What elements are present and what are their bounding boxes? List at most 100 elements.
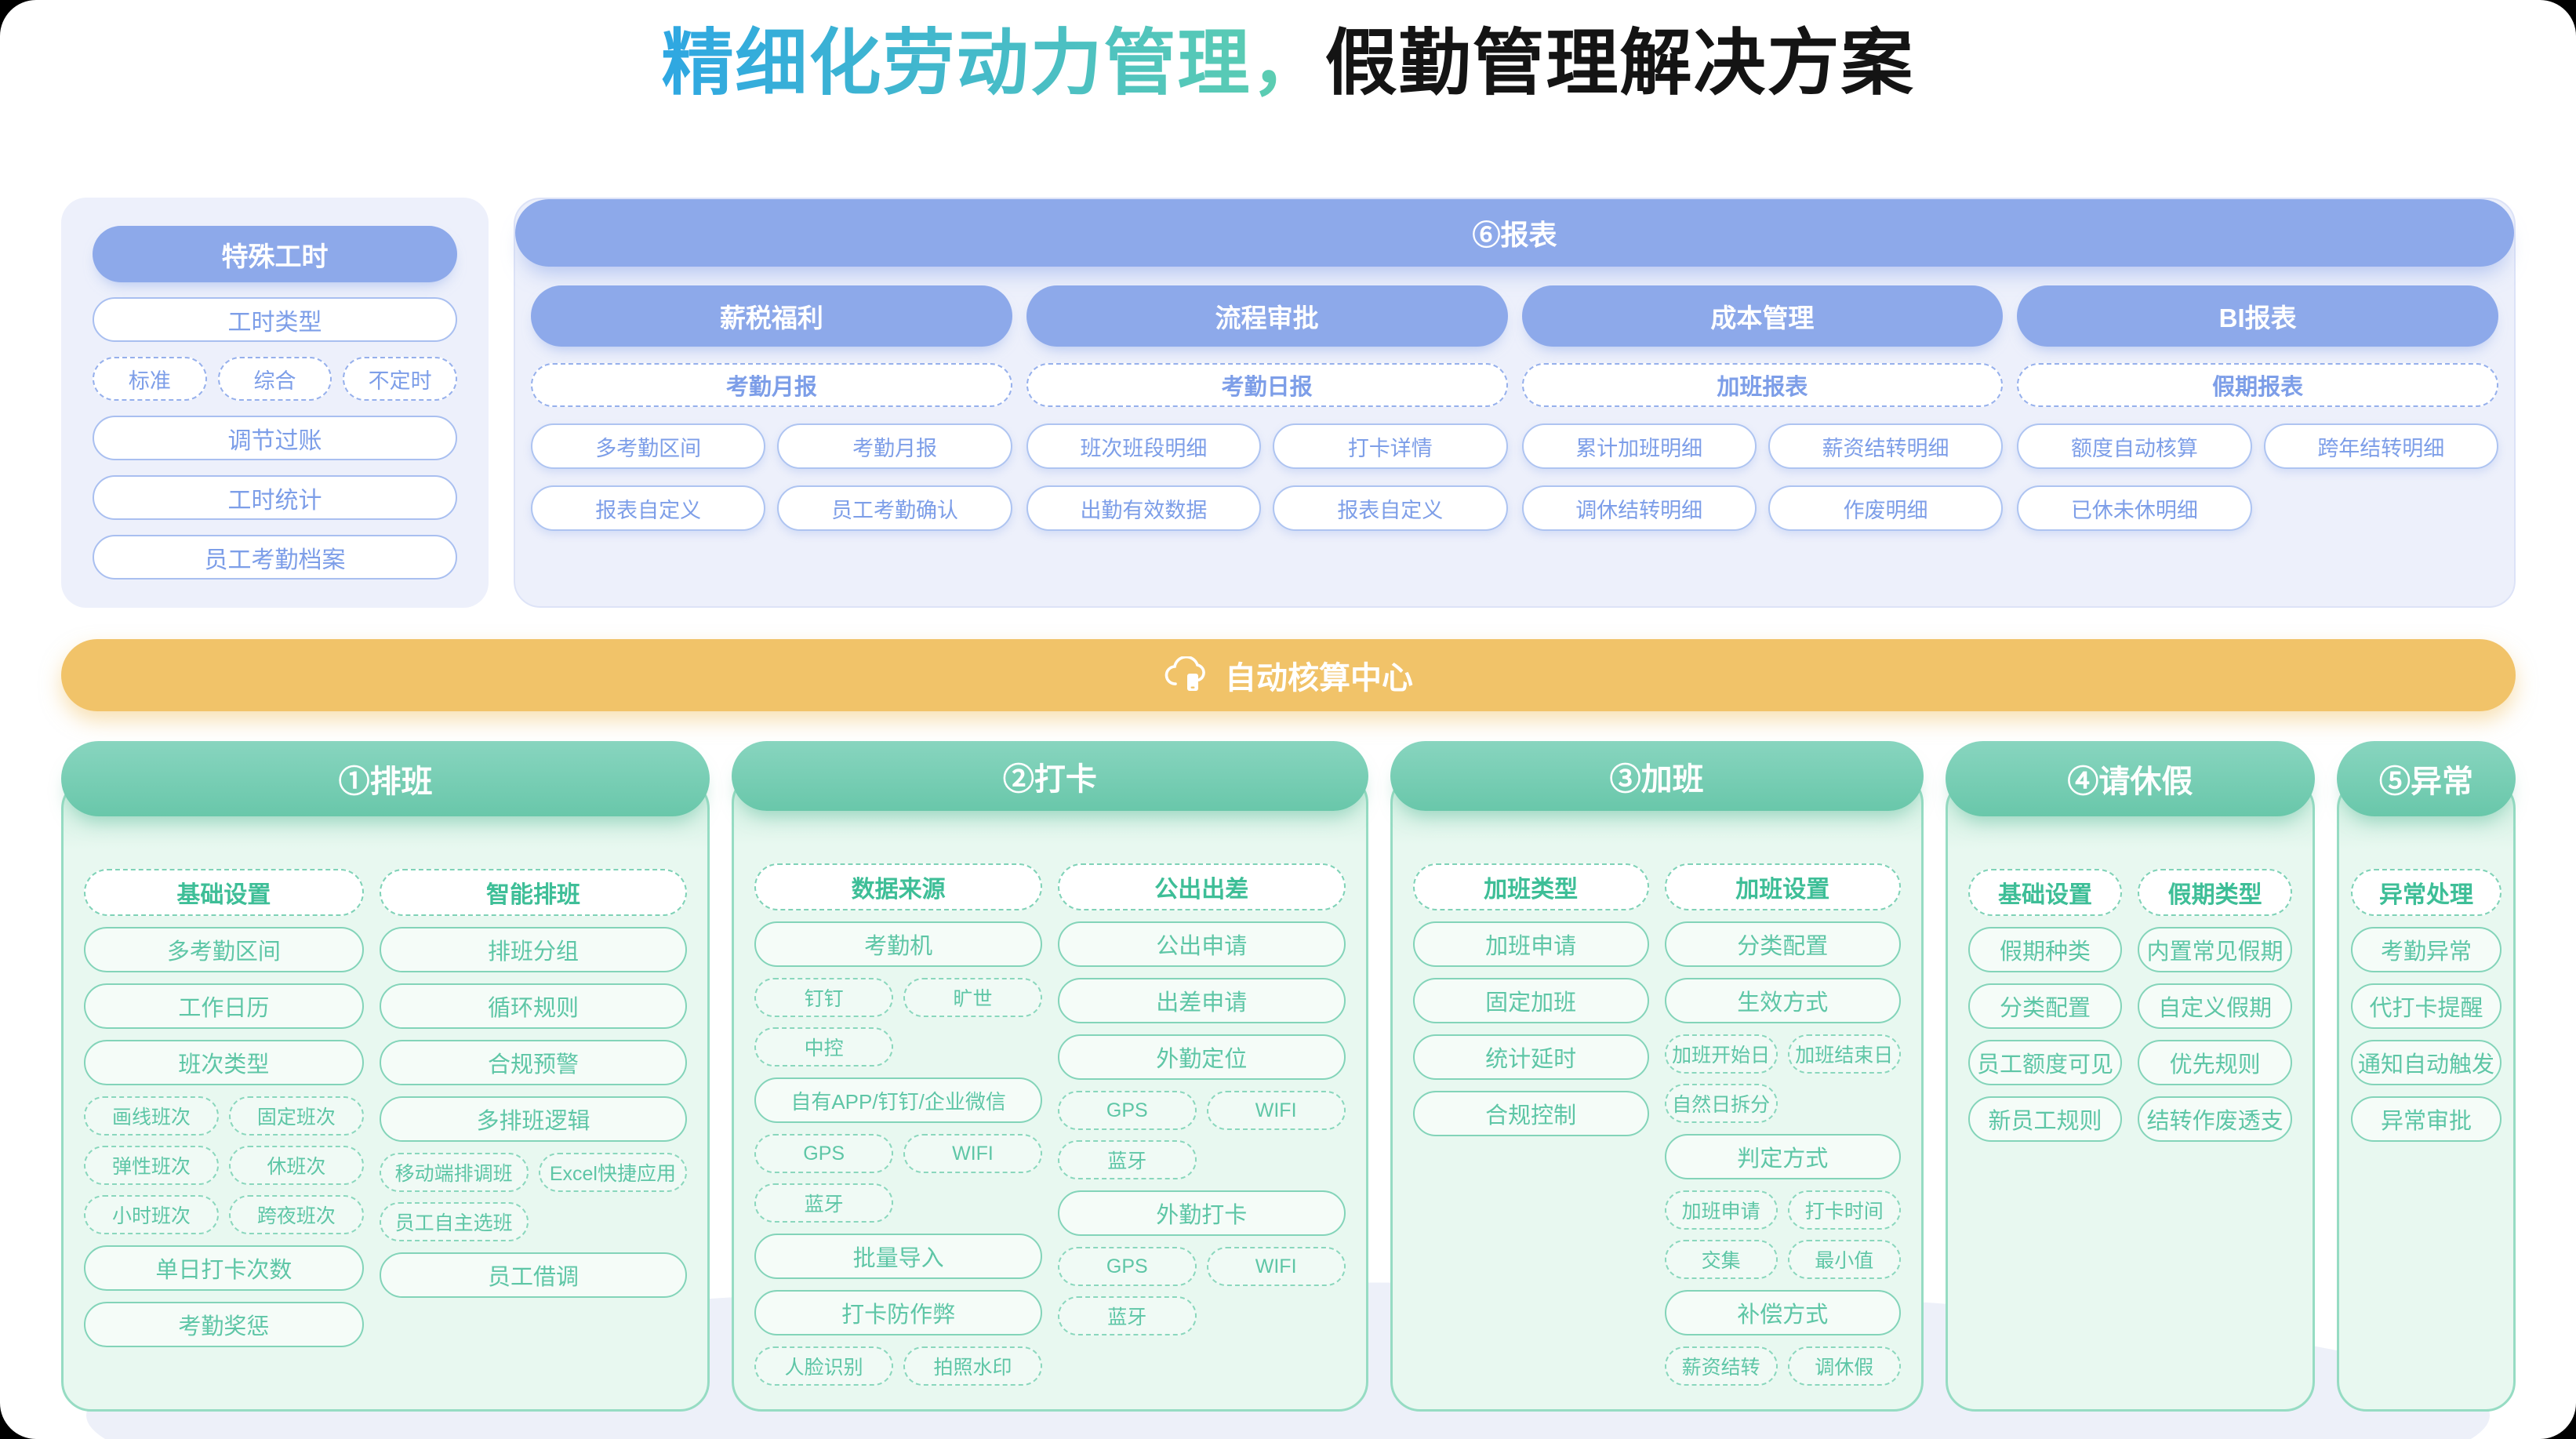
reports-col-header: 流程审批 <box>1026 285 1508 347</box>
compensation-tag: 调休假 <box>1787 1346 1901 1386</box>
report-item: 跨年结转明细 <box>2263 423 2498 469</box>
special-hours-item: 调节过账 <box>93 416 457 461</box>
own-app-pill: 自有APP/钉钉/企业微信 <box>754 1077 1042 1123</box>
reports-col-payroll: 薪税福利 考勤月报 多考勤区间考勤月报 报表自定义员工考勤确认 <box>531 285 1012 531</box>
shift-type-tag: 小时班次 <box>84 1195 219 1234</box>
page-title-rest: 假勤管理解决方案 <box>1324 24 1915 104</box>
punch-trip-header: 公出出差 <box>1057 863 1346 910</box>
leave-type-item: 内置常见假期 <box>2138 927 2292 972</box>
report-item: 累计加班明细 <box>1521 423 1757 469</box>
app-punch-tag: GPS <box>754 1134 894 1173</box>
report-item: 报表自定义 <box>1273 485 1508 531</box>
section-scheduling: ①排班 基础设置 多考勤区间工作日历班次类型 画线班次固定班次弹性班次休班次小时… <box>61 741 710 1412</box>
special-hours-panel: 特殊工时 工时类型 标准综合不定时 调节过账工时统计员工考勤档案 <box>61 198 489 608</box>
leave-basic-item: 新员工规则 <box>1967 1096 2123 1142</box>
overtime-type-item: 统计延时 <box>1412 1034 1649 1080</box>
overtime-setting-item: 分类配置 <box>1664 921 1901 967</box>
leave-basic-group: 基础设置 假期种类分类配置员工额度可见新员工规则 <box>1967 869 2123 1142</box>
report-item: 员工考勤确认 <box>777 485 1012 531</box>
field-location-tag: 蓝牙 <box>1057 1140 1197 1179</box>
reports-grid: 薪税福利 考勤月报 多考勤区间考勤月报 报表自定义员工考勤确认 流程审批 考勤日… <box>515 267 2514 531</box>
work-hour-type-tags: 标准综合不定时 <box>93 357 457 402</box>
field-punch-pill: 外勤打卡 <box>1057 1190 1346 1236</box>
scheduling-item: 考勤奖惩 <box>84 1302 364 1347</box>
compensation-tags: 薪资结转调休假 <box>1664 1346 1901 1386</box>
field-punch-tag: 蓝牙 <box>1057 1296 1197 1335</box>
abnormal-item: 异常审批 <box>2350 1096 2502 1142</box>
overtime-effect-tag: 自然日拆分 <box>1664 1084 1778 1123</box>
punch-trip-item: 出差申请 <box>1057 978 1346 1023</box>
punch-source-header: 数据来源 <box>754 863 1042 910</box>
punch-trip-item: 公出申请 <box>1057 921 1346 967</box>
leave-basic-header: 基础设置 <box>1967 869 2123 916</box>
overtime-setting-group: 加班设置 分类配置生效方式 加班开始日加班结束日自然日拆分 判定方式 加班申请打… <box>1664 863 1901 1386</box>
work-hour-type-pill: 工时类型 <box>93 297 457 343</box>
overtime-effect-tag: 加班结束日 <box>1787 1034 1901 1074</box>
scheduling-item: 多考勤区间 <box>84 927 364 972</box>
overtime-setting-item: 生效方式 <box>1664 978 1901 1023</box>
abnormal-group: 异常处理 考勤异常代打卡提醒通知自动触发异常审批 <box>2350 869 2502 1142</box>
abnormal-item: 考勤异常 <box>2350 927 2502 972</box>
abnormal-item: 代打卡提醒 <box>2350 983 2502 1029</box>
scheduling-basic-group: 基础设置 多考勤区间工作日历班次类型 画线班次固定班次弹性班次休班次小时班次跨夜… <box>84 869 364 1347</box>
leave-basic-item: 分类配置 <box>1967 983 2123 1029</box>
shift-type-tag: 画线班次 <box>84 1096 219 1136</box>
report-item: 额度自动核算 <box>2017 423 2252 469</box>
section-leave: ④请休假 基础设置 假期种类分类配置员工额度可见新员工规则 假期类型 内置常见假… <box>1945 741 2315 1412</box>
reports-row: 已休未休明细 <box>2017 485 2498 531</box>
reports-row: 累计加班明细薪资结转明细 <box>1521 423 2004 469</box>
scheduling-item: 排班分组 <box>379 927 688 972</box>
special-hours-item: 员工考勤档案 <box>93 535 457 580</box>
report-item: 打卡详情 <box>1273 423 1508 469</box>
punch-trip-item: 外勤定位 <box>1057 1034 1346 1080</box>
reports-col-cost: 成本管理 加班报表 累计加班明细薪资结转明细 调休结转明细作废明细 <box>1521 285 2004 531</box>
auto-calc-bar: 自动核算中心 <box>61 639 2516 711</box>
app-punch-tag: WIFI <box>903 1134 1042 1173</box>
machine-brand-tag: 旷世 <box>903 978 1042 1017</box>
machine-brand-tag: 钉钉 <box>754 978 894 1017</box>
reports-header: ⑥报表 <box>515 199 2514 267</box>
judge-method-pill: 判定方式 <box>1664 1134 1901 1179</box>
scheduling-basic-header: 基础设置 <box>84 869 364 916</box>
section-abnormal: ⑤异常 异常处理 考勤异常代打卡提醒通知自动触发异常审批 <box>2336 741 2516 1412</box>
machine-brand-tag: 中控 <box>754 1027 894 1067</box>
field-punch-tag: GPS <box>1057 1247 1197 1286</box>
scheduling-item: 员工借调 <box>379 1252 688 1298</box>
judge-method-tag: 最小值 <box>1787 1240 1901 1279</box>
machine-brand-tags: 钉钉旷世中控 <box>754 978 1042 1067</box>
reports-col-header: 薪税福利 <box>531 285 1012 347</box>
field-location-tag: WIFI <box>1206 1091 1346 1130</box>
anti-cheat-tag: 拍照水印 <box>903 1346 1042 1386</box>
overtime-setting-header: 加班设置 <box>1664 863 1901 910</box>
work-hour-type-tag: 综合 <box>217 357 332 402</box>
module-columns: ①排班 基础设置 多考勤区间工作日历班次类型 画线班次固定班次弹性班次休班次小时… <box>61 741 2516 1412</box>
section-leave-body: 基础设置 假期种类分类配置员工额度可见新员工规则 假期类型 内置常见假期自定义假… <box>1945 779 2315 1412</box>
report-item: 报表自定义 <box>531 485 766 531</box>
smart-scheduling-tag: 员工自主选班 <box>379 1202 529 1241</box>
anti-cheat-pill: 打卡防作弊 <box>754 1290 1042 1335</box>
overtime-type-item: 合规控制 <box>1412 1091 1649 1136</box>
page-title-highlight: 精细化劳动力管理， <box>661 24 1325 104</box>
shift-type-tag: 弹性班次 <box>84 1146 219 1185</box>
cloud-computing-icon <box>1164 656 1205 691</box>
judge-method-tag: 打卡时间 <box>1787 1190 1901 1230</box>
section-scheduling-header: ①排班 <box>61 741 710 816</box>
scheduling-item: 循环规则 <box>379 983 688 1029</box>
report-item: 调休结转明细 <box>1521 485 1757 531</box>
reports-col-subheader: 加班报表 <box>1521 363 2004 407</box>
leave-type-item: 结转作废透支 <box>2138 1096 2292 1142</box>
reports-col-subheader: 考勤日报 <box>1026 363 1508 407</box>
reports-row: 出勤有效数据报表自定义 <box>1026 485 1508 531</box>
smart-scheduling-tag: Excel快捷应用 <box>538 1153 688 1192</box>
judge-method-tag: 交集 <box>1664 1240 1778 1279</box>
batch-import-pill: 批量导入 <box>754 1234 1042 1279</box>
leave-type-group: 假期类型 内置常见假期自定义假期优先规则结转作废透支 <box>2138 869 2292 1142</box>
leave-basic-item: 员工额度可见 <box>1967 1040 2123 1085</box>
reports-row: 调休结转明细作废明细 <box>1521 485 2004 531</box>
section-overtime: ③加班 加班类型 加班申请固定加班统计延时合规控制 加班设置 分类配置生效方式 … <box>1390 741 1924 1412</box>
reports-row: 班次班段明细打卡详情 <box>1026 423 1508 469</box>
